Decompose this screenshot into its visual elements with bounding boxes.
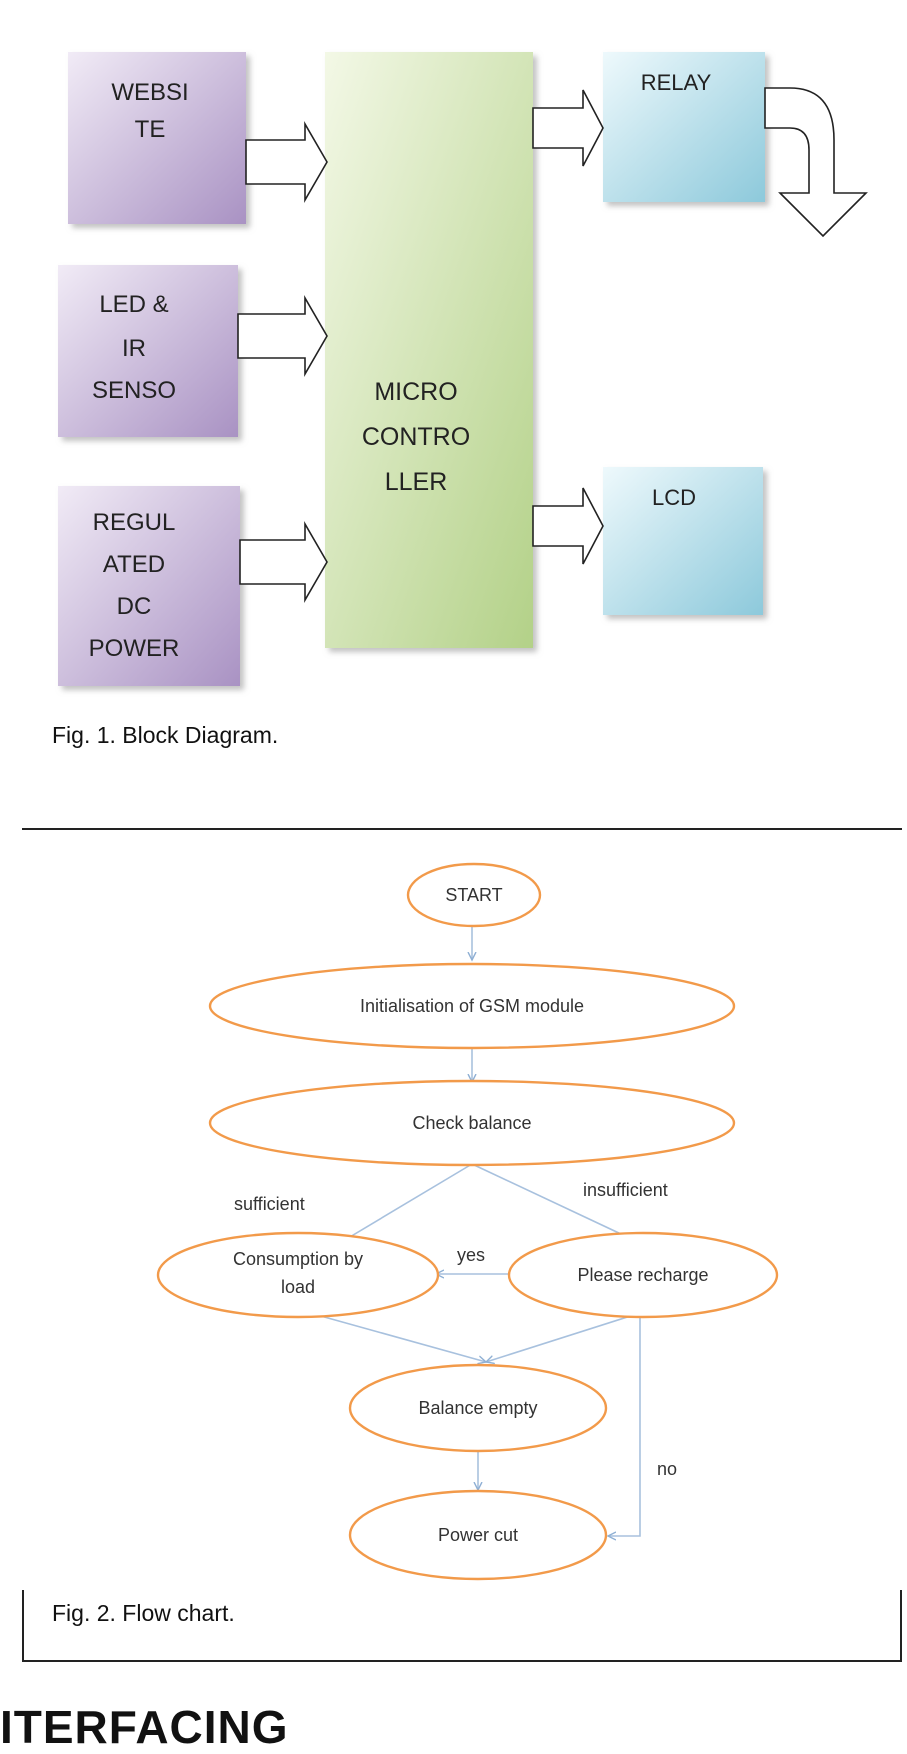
node-recharge-label: Please recharge xyxy=(577,1265,708,1285)
micro-label-1: MICRO xyxy=(374,378,457,406)
block-diagram: WEBSI TE LED & IR SENSO REGUL ATED DC PO… xyxy=(0,0,907,810)
website-block: WEBSI TE xyxy=(68,52,246,224)
regulated-dc-power-block: REGUL ATED DC POWER xyxy=(58,486,240,686)
node-init-label: Initialisation of GSM module xyxy=(360,996,584,1016)
website-label-2: TE xyxy=(135,116,166,143)
node-consumption xyxy=(156,1231,440,1319)
arrow-led-to-micro xyxy=(237,295,328,377)
node-recharge xyxy=(507,1231,779,1319)
label-sufficient: sufficient xyxy=(234,1194,305,1214)
node-check xyxy=(208,1079,736,1167)
edge-recharge-empty xyxy=(486,1312,641,1362)
edge-consumption-empty xyxy=(309,1312,486,1362)
led-ir-label-1: LED & xyxy=(99,291,168,318)
node-start-label: START xyxy=(445,885,502,905)
node-consumption-label-2: load xyxy=(281,1277,315,1297)
relay-block: RELAY xyxy=(603,52,765,202)
arrow-website-to-micro xyxy=(245,121,328,203)
website-label-1: WEBSI xyxy=(111,79,188,106)
power-label-3: DC xyxy=(117,593,152,620)
lcd-block: LCD xyxy=(603,467,763,615)
node-balance-empty-label: Balance empty xyxy=(418,1398,537,1418)
flow-chart: START Initialisation of GSM module Check… xyxy=(0,830,907,1590)
node-start xyxy=(406,862,542,928)
microcontroller-block: MICRO CONTRO LLER xyxy=(325,52,533,648)
micro-label-3: LLER xyxy=(385,468,448,496)
arrow-micro-to-relay xyxy=(532,89,604,167)
lcd-label: LCD xyxy=(652,485,696,510)
section-heading: ITERFACING xyxy=(0,1701,289,1753)
relay-label: RELAY xyxy=(641,70,712,95)
arrow-micro-to-lcd xyxy=(532,487,604,565)
node-balance-empty xyxy=(348,1363,608,1453)
arrow-relay-output xyxy=(764,87,868,238)
label-no: no xyxy=(657,1459,677,1479)
node-init xyxy=(208,962,736,1050)
led-ir-label-3: SENSO xyxy=(92,377,176,404)
led-ir-sensor-block: LED & IR SENSO xyxy=(58,265,238,437)
power-label-4: POWER xyxy=(89,635,180,662)
led-ir-label-2: IR xyxy=(122,335,146,362)
micro-label-2: CONTRO xyxy=(362,423,470,451)
figure-1-caption: Fig. 1. Block Diagram. xyxy=(52,722,279,748)
power-label-1: REGUL xyxy=(93,509,176,536)
label-yes: yes xyxy=(457,1245,485,1265)
node-power-cut-label: Power cut xyxy=(438,1525,518,1545)
node-consumption-label-1: Consumption by xyxy=(233,1249,363,1269)
edge-check-recharge xyxy=(471,1163,638,1242)
arrow-power-to-micro xyxy=(239,521,328,603)
figure-2-caption: Fig. 2. Flow chart. xyxy=(52,1600,235,1626)
node-power-cut xyxy=(348,1489,608,1581)
edge-recharge-powercut xyxy=(608,1313,641,1536)
node-check-label: Check balance xyxy=(412,1113,531,1133)
power-label-2: ATED xyxy=(103,551,165,578)
label-insufficient: insufficient xyxy=(583,1180,668,1200)
